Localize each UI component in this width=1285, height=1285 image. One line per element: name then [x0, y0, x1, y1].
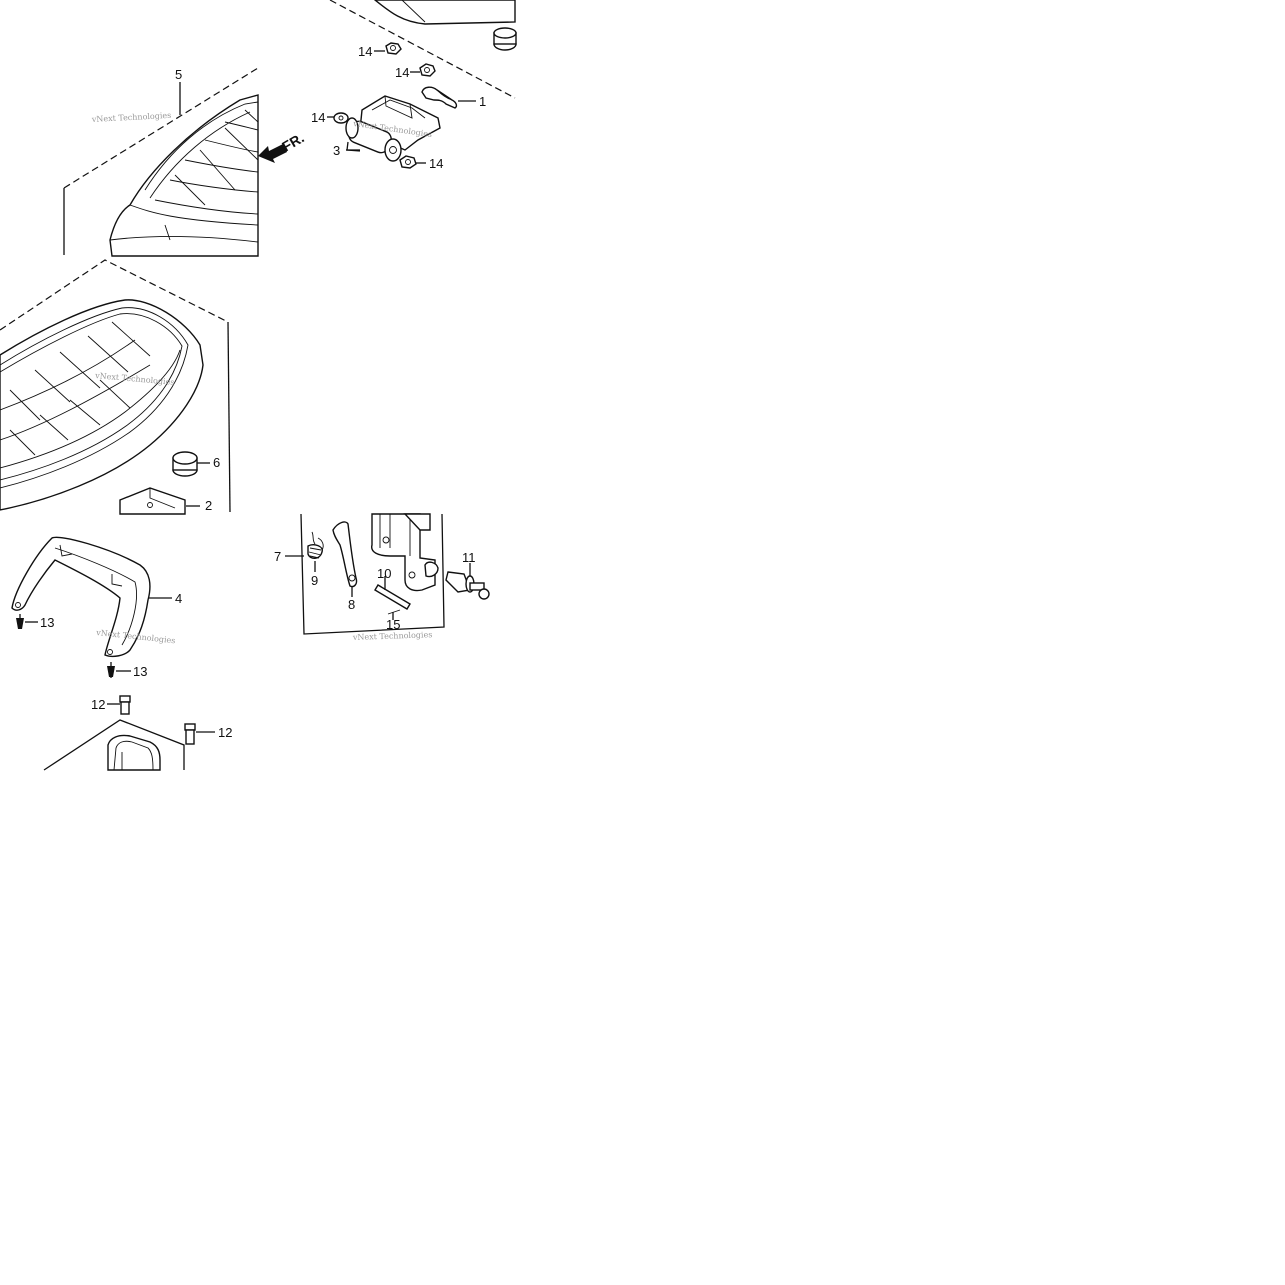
cotter-pin-15 [387, 609, 401, 620]
lock-hook-8 [332, 521, 358, 597]
rubber-stopper-6 [172, 451, 210, 477]
lock-bracket [371, 513, 439, 592]
rear-carrier-base [43, 719, 185, 771]
callout-4: 4 [175, 591, 182, 606]
callout-11: 11 [462, 550, 476, 565]
callout-8: 8 [348, 597, 355, 612]
callout-6: 6 [213, 455, 220, 470]
nut-14-d [399, 155, 426, 169]
callout-13-b: 13 [133, 664, 147, 679]
callout-5: 5 [175, 67, 182, 82]
bolt-12-a [107, 695, 131, 715]
callout-14-d: 14 [429, 156, 443, 171]
rubber-stopper-top [493, 27, 517, 51]
spring-9 [307, 531, 324, 572]
callout-2: 2 [205, 498, 212, 513]
grab-rail-4 [11, 536, 172, 658]
front-direction-arrow: FR. [258, 129, 307, 163]
callout-1: 1 [479, 94, 486, 109]
panel-seat-5: vNext Technologies 5 [63, 67, 259, 257]
seat-cushion [0, 299, 204, 511]
callout-13-a: 13 [40, 615, 54, 630]
callout-12-a: 12 [91, 697, 105, 712]
callout-7: 7 [274, 549, 281, 564]
callout-14-a: 14 [358, 44, 372, 59]
screw-13-b [107, 662, 131, 678]
nut-14-c [327, 112, 349, 124]
nut-14-b [410, 63, 436, 77]
bracket-2 [119, 487, 200, 515]
panel-hinge-assembly: FR. vNext Technologies 14 14 1 14 3 14 [258, 0, 517, 171]
seat-hinge-3 [345, 95, 441, 162]
panel-seat-underside: vNext Technologies 6 2 [0, 259, 231, 515]
hook-1 [421, 86, 476, 109]
callout-10: 10 [377, 566, 391, 581]
callout-14-b: 14 [395, 65, 409, 80]
screw-13-a [16, 614, 38, 629]
callout-12-b: 12 [218, 725, 232, 740]
nut-14-a [374, 42, 402, 55]
panel-seat-lock: vNext Technologies 7 9 8 10 15 11 [274, 513, 490, 642]
lock-cylinder-11 [445, 563, 490, 600]
seat-5 [109, 94, 259, 257]
callout-15: 15 [386, 617, 400, 632]
panel-grab-rail: vNext Technologies 4 13 13 12 12 [11, 536, 232, 771]
pin-10 [374, 576, 411, 610]
watermark-seat-5: vNext Technologies [91, 111, 172, 124]
callout-3: 3 [333, 143, 340, 158]
callout-14-c: 14 [311, 110, 325, 125]
bolt-12-b [184, 723, 215, 745]
callout-9: 9 [311, 573, 318, 588]
watermark-lock: vNext Technologies [352, 630, 433, 642]
